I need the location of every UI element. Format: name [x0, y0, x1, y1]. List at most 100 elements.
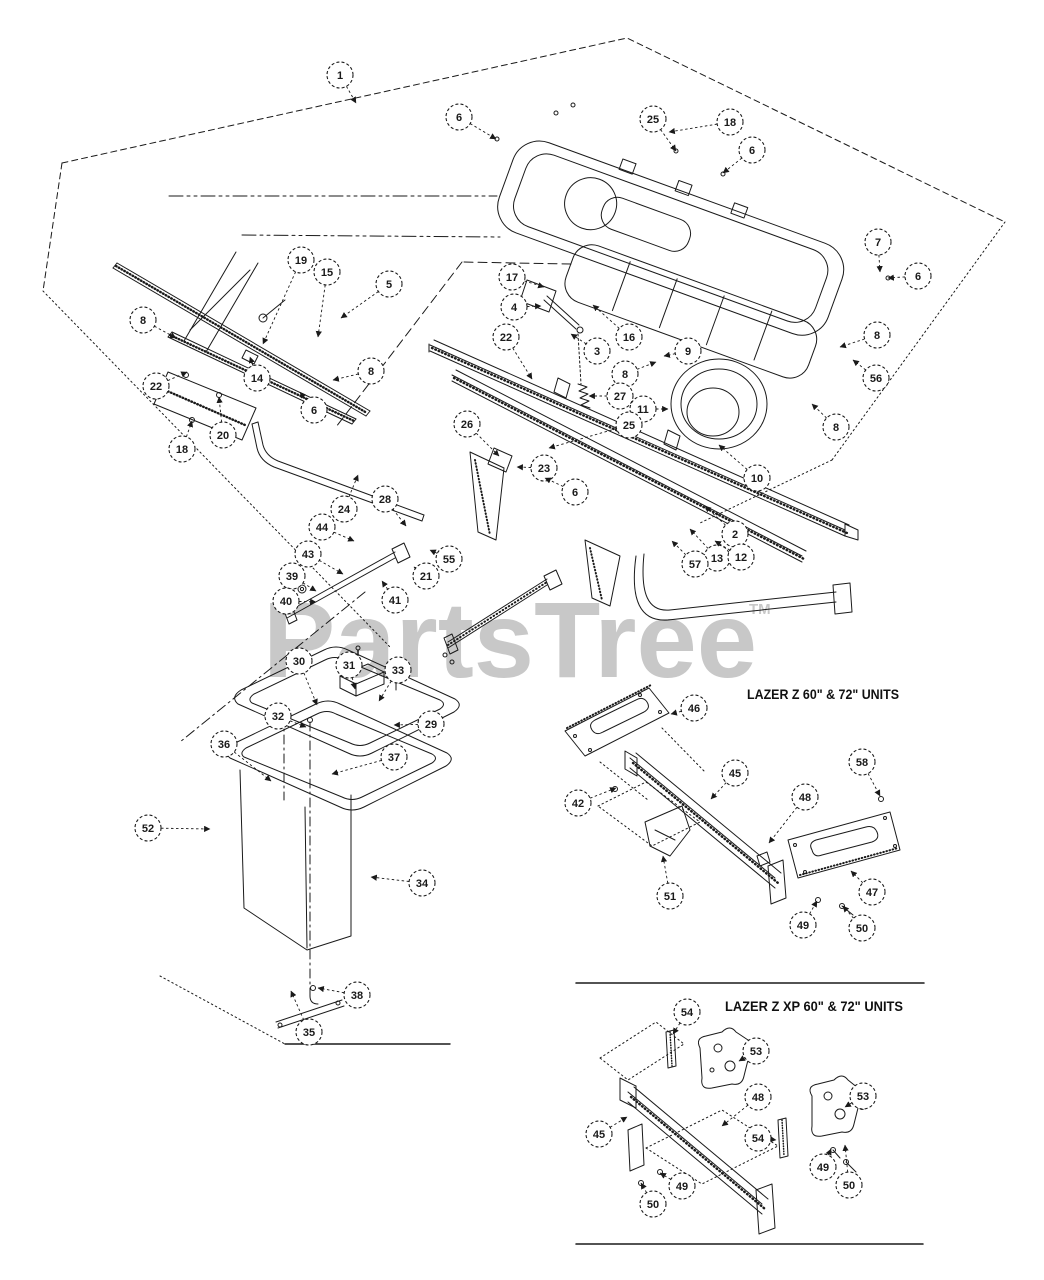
line-art-segment [553, 377, 571, 399]
callout-number: 51 [664, 891, 676, 903]
line-art-segment [799, 847, 899, 876]
callout-leader [331, 759, 382, 776]
line-art-segment [112, 262, 118, 269]
callout-57: 57 [671, 540, 709, 578]
line-art-segment [831, 221, 1006, 461]
callout-leader [348, 474, 359, 498]
callout-number: 37 [388, 752, 400, 764]
callout-leader [303, 672, 318, 706]
line-art-segment [654, 829, 676, 841]
callout-14: 14 [243, 356, 271, 392]
line-art-segment [629, 757, 776, 879]
line-art-segment [612, 786, 618, 792]
callout-36: 36 [210, 730, 272, 782]
callout-circle [210, 730, 238, 758]
callout-number: 40 [280, 596, 292, 608]
line-art-segment [391, 542, 411, 564]
callout-circle [453, 410, 481, 438]
callout-53: 53 [738, 1037, 770, 1065]
section-lazer-z-art [564, 684, 901, 916]
callout-circle [357, 357, 385, 385]
callout-leader [248, 356, 255, 366]
callout-number: 14 [251, 373, 264, 385]
line-art-segment [663, 429, 681, 451]
callout-number: 2 [732, 529, 738, 541]
callout-leader [469, 123, 497, 140]
callout-39: 39 [278, 562, 317, 592]
callout-circle [278, 562, 306, 590]
line-art-segment [553, 110, 559, 116]
callout-leader [839, 338, 865, 349]
line-art-segment [443, 633, 459, 655]
callout-circle [681, 550, 709, 578]
line-art-segment [310, 985, 316, 991]
line-art-segment [803, 870, 807, 874]
callout-leader [842, 1144, 849, 1173]
line-art-segment [720, 171, 726, 177]
line-art-segment [455, 369, 807, 552]
callout-circle [742, 1037, 770, 1065]
line-art-segment [564, 244, 818, 379]
line-art-segment [618, 158, 637, 175]
callout-49: 49 [809, 1148, 837, 1181]
callout-leader [592, 304, 620, 329]
callout-leader [340, 291, 379, 319]
callout-number: 16 [623, 332, 635, 344]
callout-circle [287, 246, 315, 274]
callout-6: 6 [887, 262, 932, 290]
line-art-segment [286, 557, 396, 619]
callout-circle [822, 413, 850, 441]
callout-leader [315, 284, 326, 338]
line-art-segment [251, 423, 423, 522]
callout-leader [381, 580, 389, 590]
callout-number: 41 [389, 595, 401, 607]
line-art-segment [878, 796, 884, 802]
callout-leader [710, 782, 727, 800]
callout-40: 40 [272, 587, 317, 615]
callout-42: 42 [564, 787, 617, 817]
line-art-segment [633, 555, 837, 621]
callout-number: 6 [311, 405, 317, 417]
line-art-segment [629, 767, 776, 889]
callout-number: 34 [416, 878, 429, 890]
callout-number: 48 [752, 1092, 764, 1104]
line-art-segment [42, 290, 391, 648]
line-art-segment [883, 816, 887, 820]
callout-16: 16 [592, 304, 643, 351]
callout-leader [640, 1182, 647, 1193]
callout-leader [689, 528, 709, 549]
line-art-segment [627, 1123, 645, 1172]
callout-number: 54 [681, 1007, 694, 1019]
callout-circle [142, 372, 170, 400]
callout-number: 8 [140, 315, 146, 327]
callout-number: 50 [843, 1180, 855, 1192]
line-art-segment [183, 372, 189, 378]
callout-leader [718, 444, 748, 470]
watermark-text: PartsTree [263, 579, 757, 700]
callout-number: 24 [338, 504, 351, 516]
line-art-segment [179, 591, 366, 743]
callout-leader [660, 855, 669, 884]
line-art-segment [461, 261, 572, 265]
callout-circle [492, 323, 520, 351]
callout-circle [371, 485, 399, 513]
line-art-segment [834, 1108, 846, 1120]
callout-number: 27 [614, 391, 626, 403]
bagger-assembly [159, 645, 460, 1045]
callout-26: 26 [453, 410, 500, 457]
callout-leader [738, 1055, 746, 1062]
callout-number: 6 [749, 145, 755, 157]
section-titles: LAZER Z 60" & 72" UNITS LAZER Z XP 60" &… [725, 686, 903, 1014]
line-art-segment [474, 459, 491, 536]
callout-50: 50 [842, 905, 876, 942]
callout-circle [668, 1172, 696, 1200]
callout-29: 29 [393, 710, 445, 738]
line-art-segment [584, 539, 621, 607]
callout-number: 32 [272, 711, 284, 723]
callout-15: 15 [313, 258, 341, 338]
callout-9: 9 [663, 337, 702, 365]
line-art-segment [624, 750, 638, 777]
callout-circle [435, 545, 463, 573]
callout-circle [743, 464, 771, 492]
